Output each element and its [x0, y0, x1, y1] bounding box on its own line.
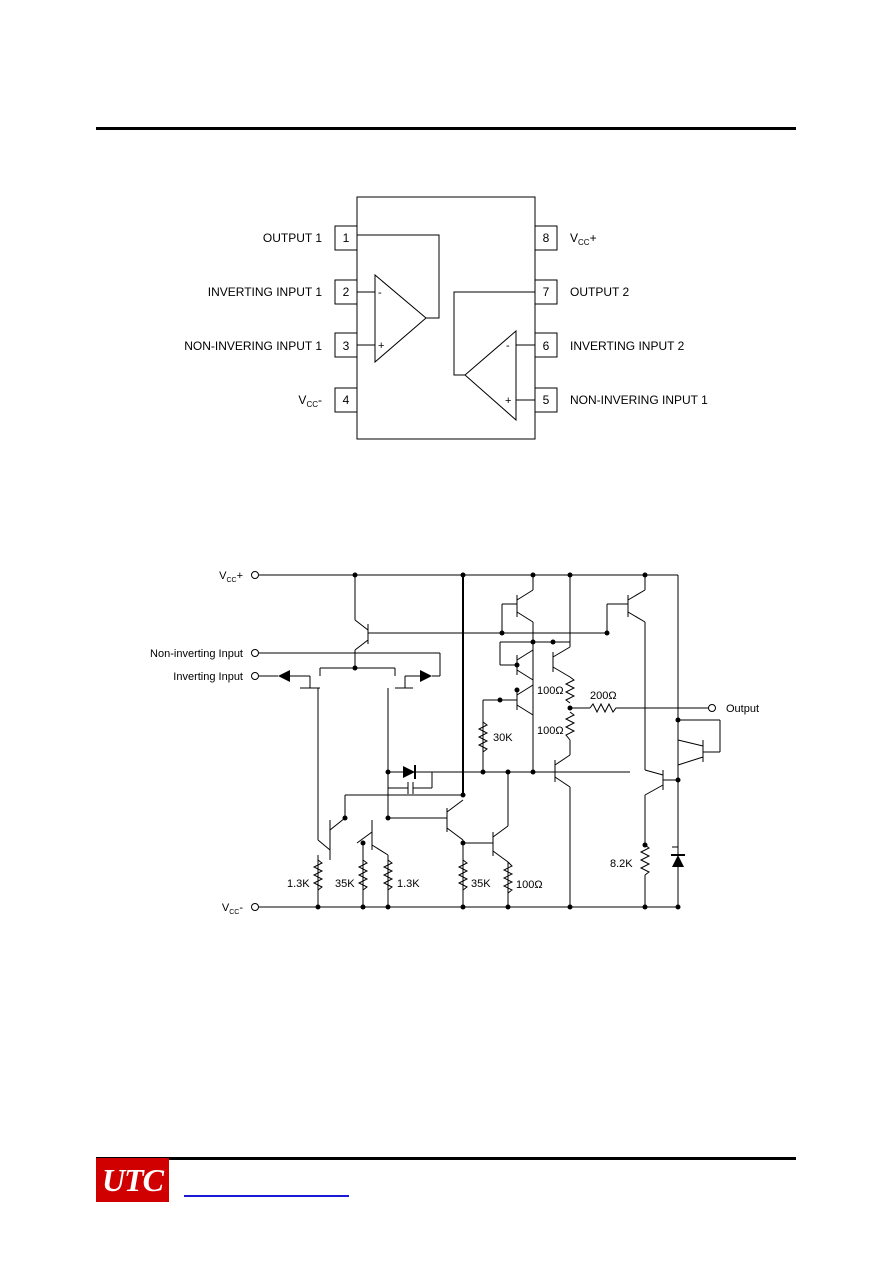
- opamp-1-symbol: [374, 273, 427, 364]
- resistor-35k-mid-label: 35K: [471, 878, 491, 890]
- inverting-input-label: Inverting Input: [173, 671, 243, 683]
- resistor-100-top: [564, 676, 576, 704]
- inverting-input-arrow: [278, 670, 290, 682]
- resistor-8-2k: [639, 844, 651, 876]
- resistor-35k-left: [357, 859, 369, 891]
- terminal-non-inverting-input: [251, 649, 259, 657]
- diode-symbol: [403, 766, 415, 778]
- pin-label-6: INVERTING INPUT 2: [570, 339, 685, 353]
- pin-number-5: 5: [543, 393, 550, 407]
- pin-number-2: 2: [343, 285, 350, 299]
- resistor-100-mid-label: 100Ω: [537, 725, 564, 737]
- resistor-1-3k-right: [382, 859, 394, 891]
- opamp-2-minus-sign: -: [506, 340, 510, 352]
- pin-number-4: 4: [343, 393, 350, 407]
- terminal-vcc-minus: [251, 903, 259, 911]
- top-rule: [96, 127, 796, 130]
- pin-box-4: [334, 387, 358, 413]
- opamp-2-plus-sign: +: [505, 395, 511, 407]
- opamp-1-plus-sign: +: [378, 340, 384, 352]
- pin-label-7: OUTPUT 2: [570, 285, 629, 299]
- vcc-plus-label: VCC+: [219, 570, 243, 584]
- pin-number-3: 3: [343, 339, 350, 353]
- resistor-200: [589, 702, 620, 714]
- resistor-1-3k-left: [312, 859, 324, 891]
- resistor-1-3k-left-label: 1.3K: [287, 878, 310, 890]
- resistor-100-top-label: 100Ω: [537, 685, 564, 697]
- pin-label-5: NON-INVERING INPUT 1: [570, 393, 708, 407]
- pin-label-3: NON-INVERING INPUT 1: [184, 339, 322, 353]
- pin-label-2: INVERTING INPUT 1: [208, 285, 323, 299]
- opamp-2-symbol: [464, 329, 517, 422]
- pin-label-4: VCC-: [298, 393, 322, 409]
- non-inverting-input-label: Non-inverting Input: [150, 648, 243, 660]
- pin-number-7: 7: [543, 285, 550, 299]
- zener-diode-symbol: [672, 855, 684, 867]
- resistor-100-bottom: [502, 861, 514, 894]
- terminal-vcc-plus: [251, 571, 259, 579]
- resistor-35k-left-label: 35K: [335, 878, 355, 890]
- terminal-inverting-input: [251, 672, 259, 680]
- vcc-minus-label: VCC-: [222, 902, 243, 916]
- opamp-1-minus-sign: -: [378, 287, 382, 299]
- resistor-30k: [477, 721, 489, 753]
- footer-link-underline[interactable]: [184, 1195, 349, 1197]
- resistor-30k-label: 30K: [493, 732, 513, 744]
- terminal-output: [708, 704, 716, 712]
- output-label: Output: [726, 703, 759, 715]
- resistor-35k-mid: [457, 859, 469, 891]
- utc-logo-text: UTC: [102, 1162, 164, 1198]
- pin-number-6: 6: [543, 339, 550, 353]
- ic-package-body: [356, 196, 536, 440]
- bottom-rule: [96, 1157, 796, 1160]
- resistor-100-bottom-label: 100Ω: [516, 879, 543, 891]
- resistor-1-3k-right-label: 1.3K: [397, 878, 420, 890]
- utc-logo: UTC: [96, 1158, 169, 1202]
- pin-label-8: VCC+: [570, 231, 597, 247]
- non-inverting-input-arrow: [420, 670, 432, 682]
- resistor-200-label: 200Ω: [590, 690, 617, 702]
- resistor-8-2k-label: 8.2K: [610, 858, 633, 870]
- pin-box-1: [334, 225, 358, 251]
- pin-number-1: 1: [343, 231, 350, 245]
- resistor-100-mid: [564, 711, 576, 741]
- pin-box-8: [534, 225, 558, 251]
- pin-label-1: OUTPUT 1: [263, 231, 322, 245]
- pin-number-8: 8: [543, 231, 550, 245]
